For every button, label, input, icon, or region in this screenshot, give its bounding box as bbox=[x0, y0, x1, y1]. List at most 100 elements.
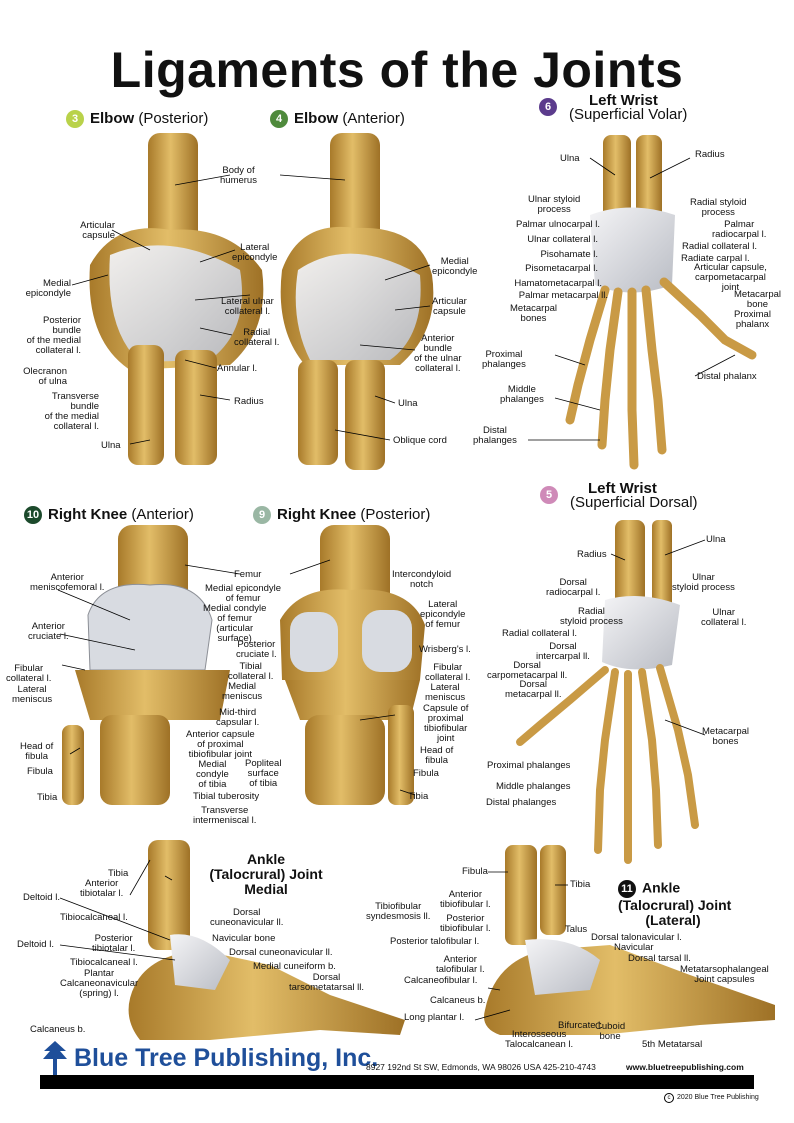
label: Dorsal cuneonavicular ll. bbox=[229, 947, 333, 958]
label: 5th Metatarsal bbox=[642, 1039, 703, 1050]
label: Fibula bbox=[27, 766, 53, 777]
label: Pisohamate l. bbox=[540, 249, 598, 260]
label: Fibula bbox=[413, 768, 439, 779]
page-title: Ligaments of the Joints bbox=[110, 42, 684, 98]
label: Dorsal tarsal ll. bbox=[628, 953, 691, 964]
panel-number-badge: 5 bbox=[540, 486, 558, 505]
label: Deltoid l. bbox=[23, 892, 60, 903]
label: Tibia bbox=[37, 792, 58, 803]
panel-number-badge: 11 bbox=[618, 880, 636, 898]
copyright-icon: c bbox=[664, 1093, 674, 1103]
label: Talus bbox=[565, 924, 588, 935]
website-link[interactable]: www.bluetreepublishing.com bbox=[626, 1062, 744, 1072]
label: Wrisberg's l. bbox=[419, 644, 471, 655]
elbow-posterior-illustration bbox=[89, 133, 264, 465]
leader-lines bbox=[57, 157, 736, 1021]
label: Tibiocalcaneal l. bbox=[60, 912, 128, 923]
label: Long plantar l. bbox=[404, 1012, 465, 1023]
label: Radiate carpal l. bbox=[681, 253, 750, 264]
label: Ulna bbox=[101, 440, 121, 451]
panel-number-badge: 4 bbox=[270, 110, 288, 129]
label: Bifurcate l. bbox=[558, 1020, 603, 1031]
label: Pisometacarpal l. bbox=[525, 263, 598, 274]
label: Middle phalanges bbox=[496, 781, 571, 792]
panel-number-badge: 9 bbox=[253, 506, 271, 525]
label: Oblique cord bbox=[393, 435, 447, 446]
brand-logo[interactable]: Blue Tree Publishing, Inc. bbox=[42, 1040, 378, 1076]
label: Radial collateral l. bbox=[682, 241, 757, 252]
label: Ulnar collateral l. bbox=[527, 234, 598, 245]
label: Hamatometacarpal l. bbox=[514, 278, 602, 289]
footer-divider bbox=[40, 1075, 754, 1089]
brand-name: Blue Tree Publishing, Inc. bbox=[74, 1043, 379, 1072]
wrist-volar-illustration bbox=[565, 135, 757, 470]
wrist-dorsal-illustration bbox=[516, 520, 699, 864]
heading-wrist-volar: 6 Left Wrist (Superficial Volar) bbox=[539, 92, 687, 123]
label: Calcaneofibular l. bbox=[404, 975, 478, 986]
label: Ulna bbox=[398, 398, 418, 409]
label: Radial collateral l. bbox=[502, 628, 577, 639]
label: Tibial tuberosity bbox=[193, 791, 260, 802]
ankle-medial-illustration bbox=[128, 840, 406, 1040]
label: Navicular bone bbox=[212, 933, 276, 944]
label: Ulna bbox=[706, 534, 726, 545]
label: Tibia bbox=[570, 879, 591, 890]
label: Palmar ulnocarpal l. bbox=[516, 219, 600, 230]
label: Radius bbox=[577, 549, 607, 560]
knee-posterior-illustration bbox=[280, 525, 425, 805]
panel-number-badge: 10 bbox=[24, 506, 42, 525]
label: Distal phalanges bbox=[486, 797, 557, 808]
